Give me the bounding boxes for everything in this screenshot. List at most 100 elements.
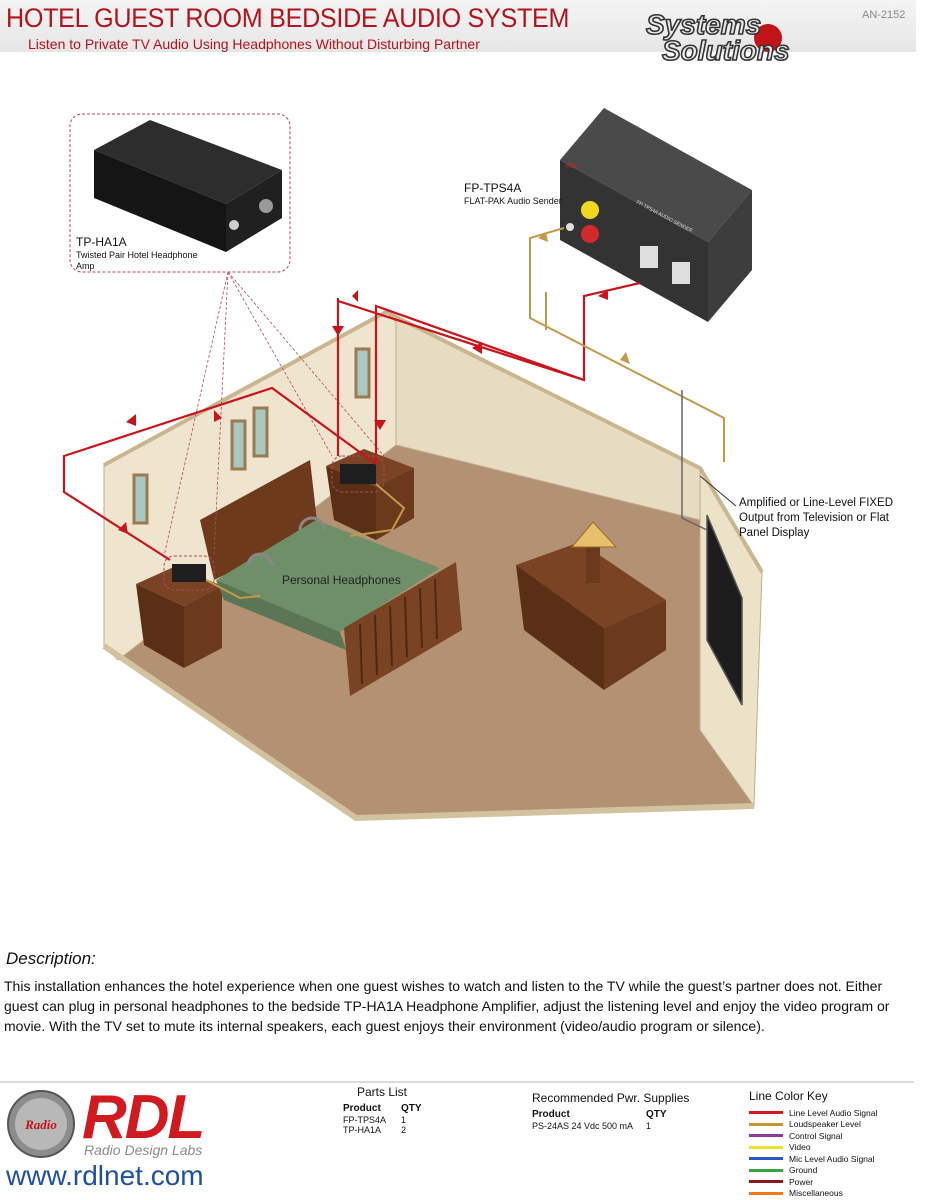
color-key-row: Miscellaneous	[749, 1188, 924, 1200]
tps4a-label: FP-TPS4A	[464, 181, 522, 195]
window-4	[132, 473, 149, 525]
ha1a-description-line-1: Twisted Pair Hotel Headphone	[76, 250, 198, 260]
tan-arrow-markers	[538, 232, 630, 364]
color-key-label: Miscellaneous	[789, 1188, 843, 1199]
lamp-base	[586, 545, 600, 583]
dresser-top	[516, 542, 666, 628]
color-key-swatch	[749, 1134, 783, 1138]
ha1a-product-front	[94, 150, 226, 252]
parts-list-row: TP-HA1A 2	[343, 1125, 422, 1135]
color-key-row: Video	[749, 1142, 924, 1154]
color-key-label: Ground	[789, 1165, 818, 1176]
left-nightstand-front	[136, 584, 184, 668]
color-key-label: Line Level Audio Signal	[789, 1107, 878, 1118]
bed-footboard	[344, 562, 462, 696]
window-1	[354, 347, 371, 399]
supply-product: PS-24AS 24 Vdc 500 mA	[532, 1121, 634, 1131]
dresser-side	[604, 600, 666, 690]
window-3	[230, 419, 247, 471]
right-nightstand-side	[376, 468, 414, 540]
description-heading: Description:	[6, 949, 96, 968]
tps4a-description: FLAT-PAK Audio Sender	[464, 196, 562, 206]
left-nightstand-side	[184, 586, 222, 668]
color-key-row: Mic Level Audio Signal	[749, 1153, 924, 1165]
page-title: HOTEL GUEST ROOM BEDSIDE AUDIO SYSTEM	[6, 3, 570, 33]
color-key-swatch	[749, 1122, 783, 1126]
color-key-swatch	[749, 1111, 783, 1115]
floor-edge	[102, 643, 755, 822]
logo-red-mark	[754, 24, 782, 52]
bed-headboard	[200, 460, 318, 580]
color-key-row: Loudspeaker Level	[749, 1119, 924, 1131]
logo-word-1: Systems	[646, 9, 761, 40]
parts-list-qty-header: QTY	[401, 1103, 422, 1114]
supplies-qty-header: QTY	[646, 1109, 667, 1120]
part-qty: 2	[401, 1125, 407, 1135]
color-key-swatch	[749, 1157, 783, 1161]
seal-text: Radio	[24, 1117, 57, 1132]
line-level-audio-wiring	[62, 281, 641, 561]
room-wiring-diagram: RDL FP-TPS4A AUDIO SENDER	[62, 108, 764, 822]
parts-list-row: FP-TPS4A 1	[343, 1115, 422, 1125]
ha1a-unit-right	[340, 464, 376, 484]
rdl-wordmark-logo: RDL	[82, 1083, 205, 1152]
tps4a-yellow-jack-icon	[581, 201, 599, 219]
personal-headphones-label: Personal Headphones	[282, 573, 401, 587]
color-key-swatch	[749, 1191, 783, 1195]
color-key-swatch	[749, 1168, 783, 1172]
wall-top-edge	[103, 309, 764, 574]
color-key-label: Power	[789, 1176, 814, 1187]
tps4a-rj45-port-2	[672, 262, 690, 284]
dresser-front	[516, 565, 604, 690]
rdl-tagline: Radio Design Labs	[84, 1142, 203, 1158]
parts-list-product-header: Product	[343, 1103, 381, 1114]
window-2	[252, 406, 269, 458]
color-key-label: Mic Level Audio Signal	[789, 1153, 875, 1164]
tv-audio-wiring	[529, 227, 725, 462]
tps4a-rj45-port-1	[640, 246, 658, 268]
part-product: FP-TPS4A	[343, 1115, 387, 1125]
ha1a-callout-left	[163, 555, 215, 591]
ha1a-unit-left	[172, 564, 206, 582]
footboard-slats	[359, 578, 438, 685]
color-key-swatch	[749, 1180, 783, 1184]
tv-output-label-line-1: Amplified or Line-Level FIXED	[739, 497, 894, 509]
ha1a-label: TP-HA1A	[76, 235, 127, 249]
color-key-row: Control Signal	[749, 1130, 924, 1142]
app-note-number: AN-2152	[862, 9, 906, 21]
color-key-row: Ground	[749, 1165, 924, 1177]
tps4a-panel-brand: RDL	[566, 164, 579, 170]
tps4a-product-front	[560, 160, 708, 322]
flat-panel-tv	[706, 514, 743, 706]
color-key-label: Loudspeaker Level	[789, 1119, 861, 1130]
headphones-icons	[246, 516, 326, 567]
lamp-shade	[570, 521, 618, 548]
right-nightstand-front	[326, 466, 376, 540]
footer-divider	[0, 1081, 914, 1083]
tv-output-label-line-3: Panel Display	[739, 527, 810, 539]
ha1a-callout-right	[331, 455, 385, 493]
supplies-product-header: Product	[532, 1109, 570, 1120]
tv-output-leader	[699, 475, 737, 507]
ha1a-volume-knob-icon	[259, 199, 273, 213]
rdl-website-link[interactable]: www.rdlnet.com	[6, 1160, 204, 1191]
systems-solutions-logo: Systems Solutions	[645, 8, 790, 64]
color-key-row: Power	[749, 1176, 924, 1188]
color-key-swatch	[749, 1145, 783, 1149]
tps4a-red-jack-icon	[581, 225, 599, 243]
color-key-title: Line Color Key	[749, 1089, 828, 1103]
description-body: This installation enhances the hotel exp…	[4, 978, 890, 1034]
red-arrow-markers	[118, 290, 608, 534]
power-supplies-title: Recommended Pwr. Supplies	[532, 1091, 690, 1105]
tps4a-product-side	[708, 190, 752, 322]
logo-word-2: Solutions	[662, 35, 790, 64]
left-headphone-cord	[205, 579, 261, 600]
part-qty: 1	[401, 1115, 407, 1125]
tps4a-product-top	[560, 108, 752, 242]
tv-cable	[681, 390, 708, 531]
part-product: TP-HA1A	[343, 1125, 382, 1135]
ha1a-description-line-2: Amp	[76, 261, 95, 271]
bed-mattress	[216, 520, 440, 632]
ha1a-product-side	[226, 170, 282, 252]
